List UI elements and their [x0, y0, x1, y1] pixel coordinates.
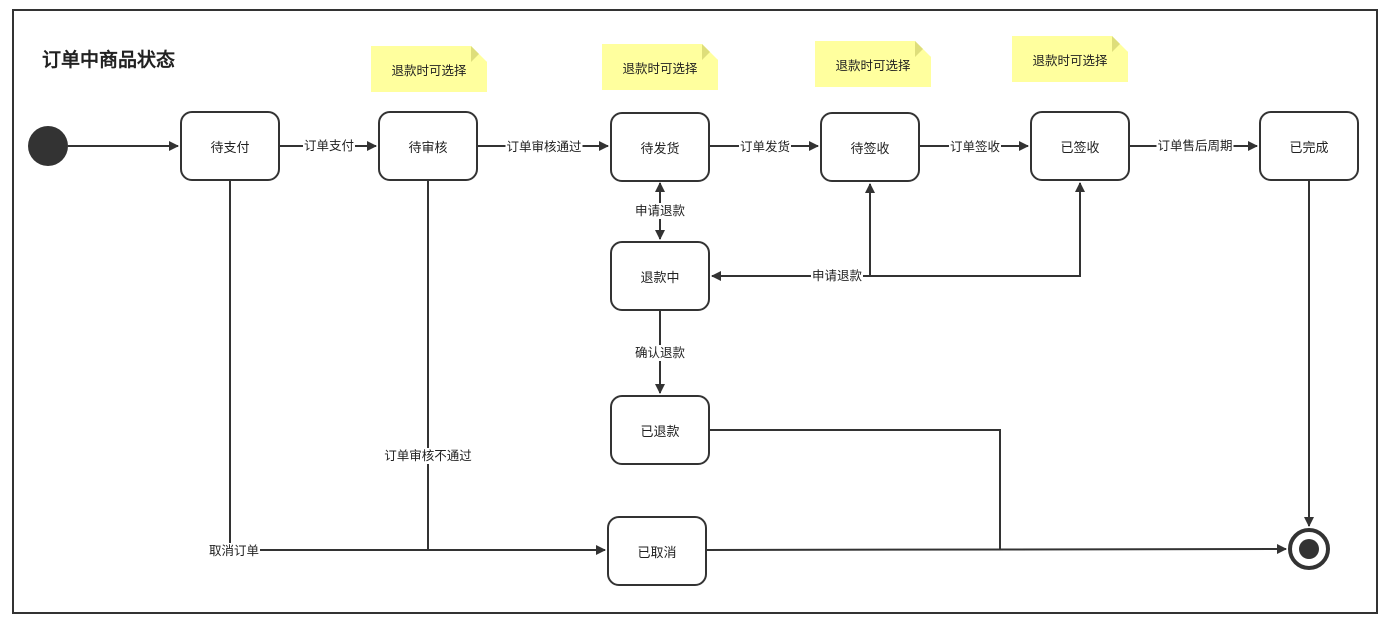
state-refunded[interactable]: 已退款: [610, 395, 710, 465]
edge-apply-refund-received: [870, 182, 1085, 277]
sticky-note: 退款时可选择: [371, 46, 487, 92]
transition-label-order-pay: 订单支付: [302, 138, 356, 154]
note-text: 退款时可选择: [1032, 52, 1108, 68]
transition-label-order-ship: 订单发货: [738, 139, 792, 155]
edge-cancelled-to-end: [706, 544, 1287, 555]
sticky-note: 退款时可选择: [815, 41, 931, 87]
state-pending-payment[interactable]: 待支付: [180, 111, 280, 181]
diagram-title: 订单中商品状态: [42, 49, 176, 71]
edge-refunded-to-end: [710, 429, 1001, 549]
transition-label-apply-refund: 申请退款: [633, 203, 687, 219]
transition-label-review-fail: 订单审核不通过: [383, 448, 473, 464]
initial-state-node: [28, 126, 68, 166]
transition-label-confirm-refund: 确认退款: [633, 345, 687, 361]
state-pending-receipt[interactable]: 待签收: [820, 112, 920, 182]
note-text: 退款时可选择: [835, 57, 911, 73]
transition-label-order-sign: 订单签收: [948, 139, 1002, 155]
sticky-note: 退款时可选择: [602, 44, 718, 90]
transition-label-cancel-order: 取消订单: [207, 543, 261, 559]
final-state-inner: [1299, 539, 1319, 559]
transition-label-review-pass: 订单审核通过: [505, 139, 583, 155]
final-state-node: [1288, 528, 1330, 570]
transition-label-apply-refund: 申请退款: [810, 268, 864, 284]
sticky-note: 退款时可选择: [1012, 36, 1128, 82]
edge-cancel-order: [229, 181, 606, 555]
transition-label-after-sale-period: 订单售后周期: [1156, 138, 1234, 154]
diagram-frame: [12, 9, 1378, 614]
note-text: 退款时可选择: [622, 60, 698, 76]
state-refunding[interactable]: 退款中: [610, 241, 710, 311]
state-pending-shipment[interactable]: 待发货: [610, 112, 710, 182]
state-received[interactable]: 已签收: [1030, 111, 1130, 181]
state-cancelled[interactable]: 已取消: [607, 516, 707, 586]
state-completed[interactable]: 已完成: [1259, 111, 1359, 181]
state-pending-review[interactable]: 待审核: [378, 111, 478, 181]
note-text: 退款时可选择: [391, 62, 467, 78]
